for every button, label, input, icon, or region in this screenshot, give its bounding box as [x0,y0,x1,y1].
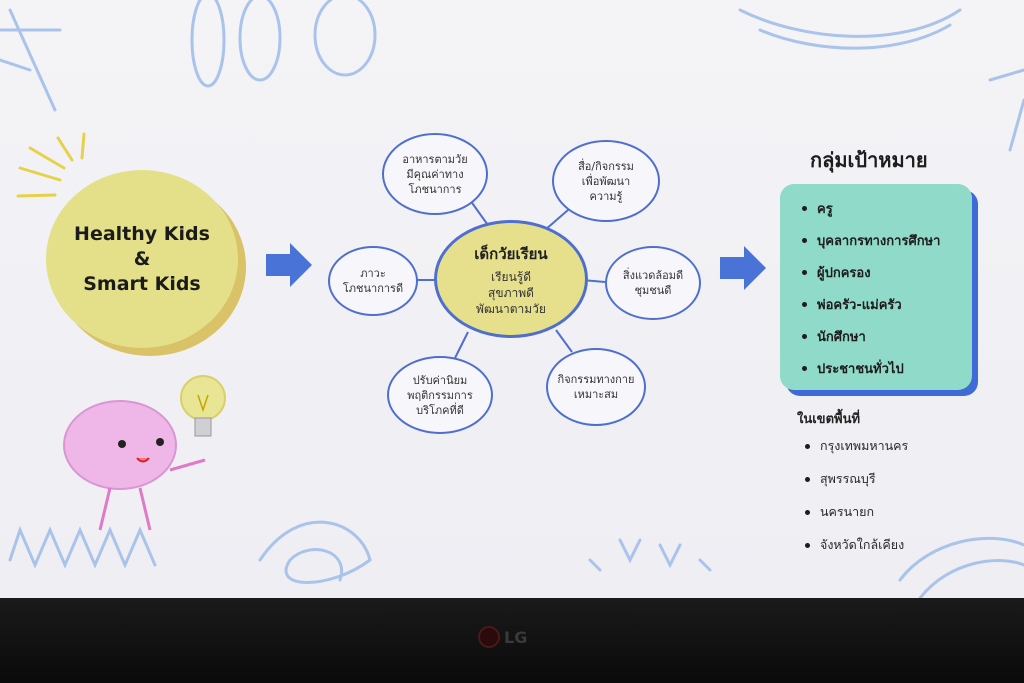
list-item-label: สุพรรณบุรี [820,471,876,486]
lg-logo-icon [478,626,500,648]
node-line: โภชนาการ [408,182,462,196]
center-line: พัฒนาตามวัย [476,301,546,316]
list-item: นครนายก [805,502,908,522]
node-line: โภชนาการดี [342,282,404,295]
list-item-label: พ่อครัว-แม่ครัว [817,298,902,313]
node-line: ชุมชนดี [634,284,672,297]
area-title: ในเขตพื้นที่ [797,412,861,427]
brain-mascot-icon [63,400,206,531]
node-media-activity: สื่อ/กิจกรรม เพื่อพัฒนา ความรู้ [552,140,660,222]
bullet-icon [802,206,807,211]
node-line: กิจกรรมทางกาย [557,373,635,386]
flow-arrows [266,243,766,290]
list-item: สุพรรณบุรี [805,469,908,489]
monitor-bezel [0,598,1024,683]
target-group-box: ครู บุคลากรทางการศึกษา ผู้ปกครอง พ่อครัว… [780,184,972,390]
node-line: สิ่งแวดล้อมดี [622,269,684,282]
background-doodles [0,0,1024,598]
bullet-icon [805,443,810,449]
bullet-icon [805,476,810,482]
bullet-icon [802,366,807,371]
list-item-label: ประชาชนทั่วไป [817,362,904,377]
node-good-nutrition-status: ภาวะ โภชนาการดี [328,246,418,316]
node-line: ปรับค่านิยม [412,373,468,387]
node-line: อาหารตามวัย [402,152,468,166]
node-line: ความรู้ [589,189,623,203]
node-line: สื่อ/กิจกรรม [578,159,634,173]
target-group-title: กลุ่มเป้าหมาย [810,148,928,172]
node-nutrition-food: อาหารตามวัย มีคุณค่าทาง โภชนาการ [382,133,488,215]
list-item: ประชาชนทั่วไป [802,358,972,379]
list-item: บุคลากรทางการศึกษา [802,230,972,251]
main-circle-line1: Healthy Kids [74,222,210,245]
node-environment-community: สิ่งแวดล้อมดี ชุมชนดี [605,246,701,320]
brand-label: LG [504,627,528,647]
bullet-icon [802,334,807,339]
slide-screen: Healthy Kids & Smart Kids อาหารตามวัย มี… [0,0,1024,598]
lightbulb-icon [180,375,226,437]
monitor-logo: LG [478,626,527,648]
bullet-icon [805,509,810,515]
list-item-label: นครนายก [820,504,875,519]
node-line: บริโภคที่ดี [416,403,464,417]
center-heading: เด็กวัยเรียน [474,244,548,263]
healthy-smart-kids-circle: Healthy Kids & Smart Kids [46,170,238,348]
list-item-label: นักศึกษา [817,330,866,345]
node-physical-activity: กิจกรรมทางกาย เหมาะสม [546,348,646,426]
list-item-label: จังหวัดใกล้เคียง [820,537,905,552]
list-item-label: บุคลากรทางการศึกษา [817,234,941,249]
node-line: มีคุณค่าทาง [406,167,464,181]
list-item: นักศึกษา [802,326,972,347]
bullet-icon [802,238,807,243]
node-line: เหมาะสม [573,388,619,401]
list-item: กรุงเทพมหานคร [805,436,908,456]
list-item: พ่อครัว-แม่ครัว [802,294,972,315]
list-item: จังหวัดใกล้เคียง [805,535,908,555]
list-item-label: ครู [817,202,833,217]
node-line: ภาวะ [360,267,386,280]
list-item-label: ผู้ปกครอง [817,266,871,281]
bullet-icon [805,542,810,548]
list-item: ผู้ปกครอง [802,262,972,283]
node-line: พฤติกรรมการ [407,388,473,402]
center-node-school-age-children: เด็กวัยเรียน เรียนรู้ดี สุขภาพดี พัฒนาตา… [434,220,588,338]
list-item-label: กรุงเทพมหานคร [820,438,909,453]
list-item: ครู [802,198,972,219]
bullet-icon [802,302,807,307]
center-line: สุขภาพดี [488,285,534,300]
arrow-right-icon [720,246,766,290]
arrow-right-icon [266,243,312,287]
main-circle-line2: & [133,247,151,270]
bullet-icon [802,270,807,275]
node-line: เพื่อพัฒนา [581,174,631,188]
node-consumption-behavior: ปรับค่านิยม พฤติกรรมการ บริโภคที่ดี [387,356,493,434]
center-line: เรียนรู้ดี [490,269,532,284]
main-circle-line3: Smart Kids [83,272,201,295]
